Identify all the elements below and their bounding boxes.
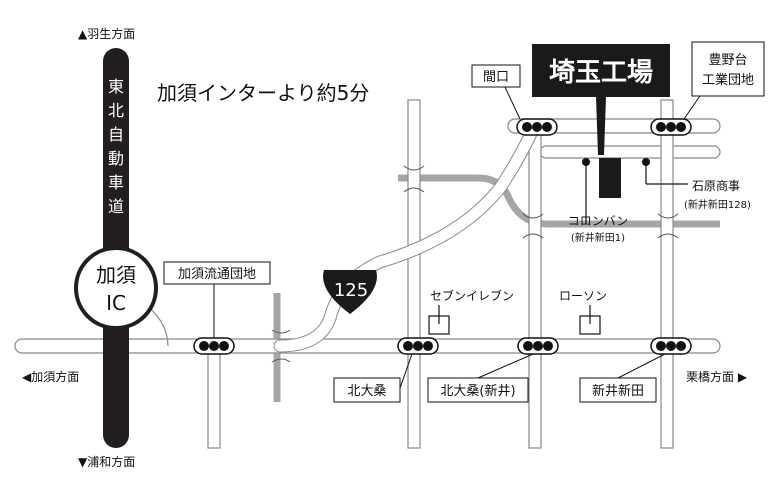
expressway-char: 車 (108, 173, 124, 192)
signal-icon (650, 118, 692, 136)
bridge-marks (271, 165, 679, 363)
headline: 加須インターより約5分 (157, 81, 369, 105)
kazo-ic: 加須 IC (74, 246, 158, 330)
intersection-kazo-ryutsu: 加須流通団地 (178, 267, 256, 282)
intersection-kitaokuwa-arai: 北大桑(新井) (440, 383, 515, 399)
factory-building (599, 158, 621, 198)
colombin-marker-icon (582, 158, 590, 166)
direction-south: ▼浦和方面 (78, 454, 135, 469)
main-roads (14, 99, 721, 449)
ic-name-line1: 加須 (96, 263, 136, 287)
signal-icon (193, 337, 235, 355)
direction-north: ▲羽生方面 (78, 26, 135, 41)
landmark-colombin-sub: (新井新田1) (571, 231, 625, 244)
road-x667 (660, 99, 674, 449)
intersection-kitaokuwa: 北大桑 (347, 384, 386, 399)
road-x414 (407, 99, 421, 449)
direction-east: 栗橋方面 ▶ (686, 369, 748, 384)
intersection-toyono-line1: 豊野台 (708, 53, 747, 68)
ishihara-marker-icon (642, 158, 650, 166)
landmark-ishihara: 石原商事 (692, 178, 740, 193)
road-x210 (207, 345, 221, 449)
landmark-colombin: コロンバン (568, 214, 629, 228)
signal-icon (517, 337, 559, 355)
expressway-char: 動 (108, 149, 124, 168)
ic-name-line2: IC (106, 291, 126, 315)
route-125-shield: 125 (323, 270, 377, 314)
svg-text:125: 125 (334, 280, 368, 301)
intersection-toyono-line2: 工業団地 (702, 72, 754, 88)
signal-icon (516, 118, 558, 136)
expressway-char: 東 (108, 77, 124, 96)
landmark-lawson: ローソン (559, 289, 607, 303)
signal-icon (650, 337, 692, 355)
signal-icon (397, 337, 439, 355)
factory-label: 埼玉工場 (532, 44, 670, 155)
landmark-seven-eleven: セブンイレブン (430, 288, 514, 303)
expressway-label: 東 北 自 動 車 道 (108, 77, 124, 216)
road-x535 (528, 119, 542, 449)
direction-west: ◀加須方面 (22, 369, 79, 384)
intersection-maguchi: 間口 (483, 70, 509, 85)
traffic-signals (193, 118, 692, 355)
expressway-char: 道 (108, 197, 124, 216)
landmark-markers (428, 162, 688, 335)
landmark-ishihara-sub: (新井新田128) (684, 198, 751, 211)
svg-text:埼玉工場: 埼玉工場 (549, 58, 653, 88)
expressway-char: 自 (108, 125, 124, 144)
intersection-labels (163, 41, 765, 403)
expressway-char: 北 (108, 101, 124, 120)
intersection-araishinden: 新井新田 (592, 383, 644, 399)
second-top-road (539, 145, 721, 159)
